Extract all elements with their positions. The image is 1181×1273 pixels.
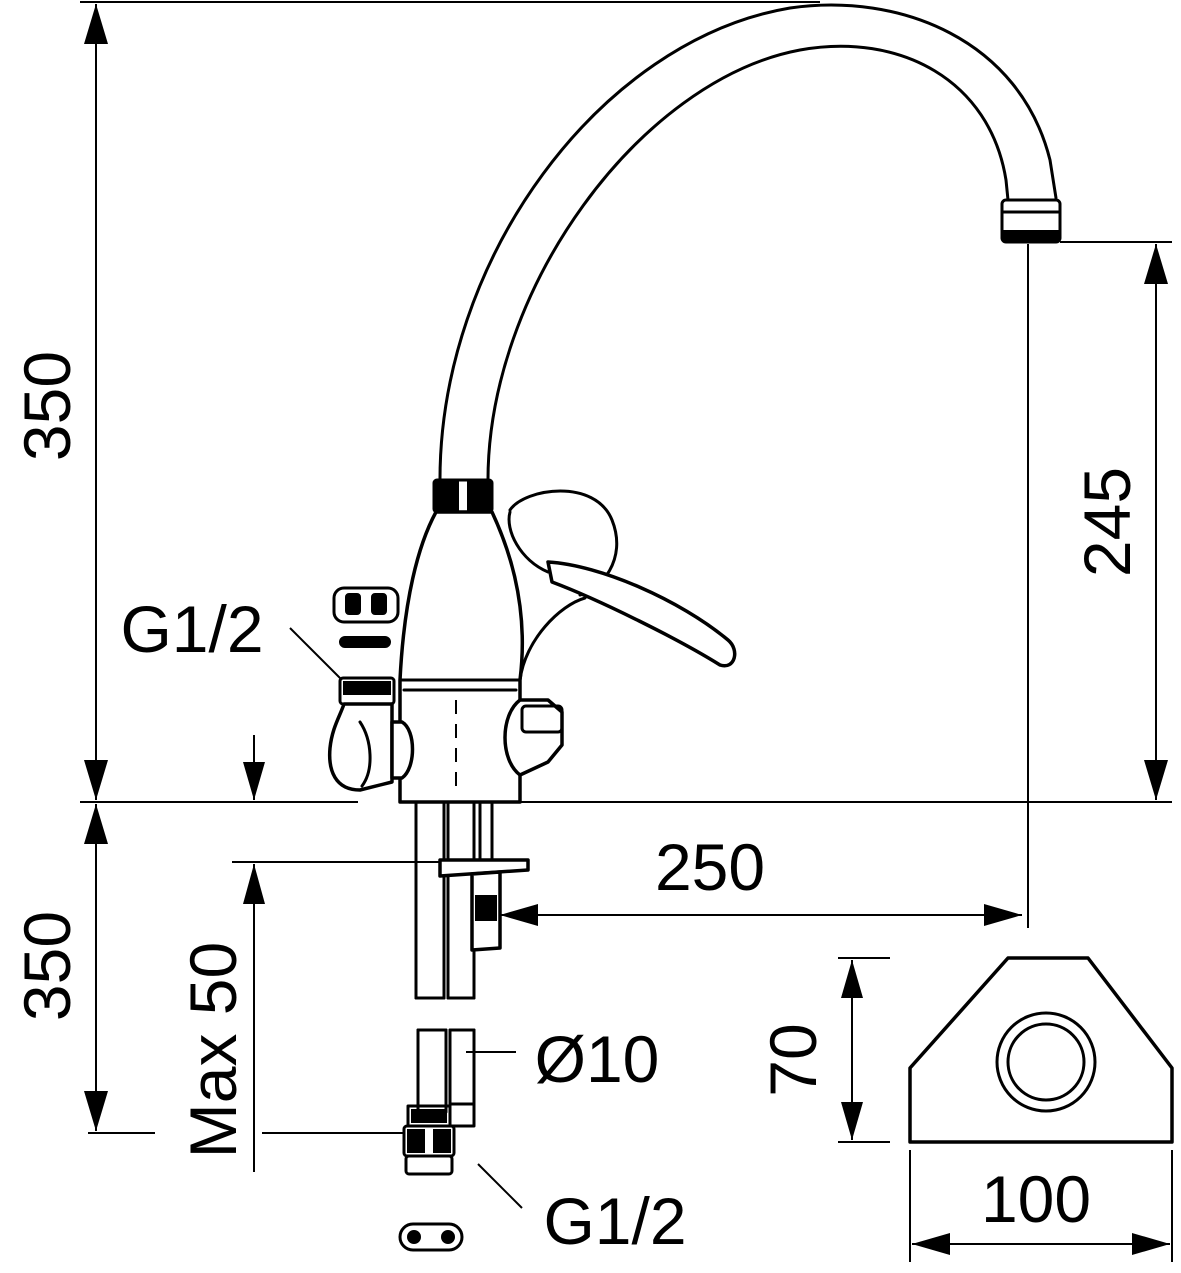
lever-handle: [507, 489, 737, 682]
spout-height-label: 245: [1070, 467, 1144, 577]
mixer-body: [398, 510, 525, 804]
spout: [438, 3, 1062, 486]
thread-lower-label: G1/2: [543, 1184, 686, 1258]
spout-reach-label: 250: [655, 830, 765, 904]
base-plan-view: [908, 956, 1174, 1144]
base-depth-label: 70: [756, 1023, 830, 1096]
base-width-label: 100: [981, 1162, 1091, 1236]
side-inlet: [327, 586, 415, 792]
max-deck-thickness-label: Max 50: [176, 942, 250, 1158]
thread-upper-label: G1/2: [120, 592, 263, 666]
dimension-arrowheads: [84, 4, 1170, 1255]
pipe-diameter-label: Ø10: [535, 1022, 660, 1096]
under-counter-hoses: [398, 802, 530, 1252]
height-lower-label: 350: [10, 911, 84, 1021]
side-button: [503, 698, 564, 777]
height-upper-label: 350: [10, 351, 84, 461]
spout-nut: [432, 478, 494, 514]
